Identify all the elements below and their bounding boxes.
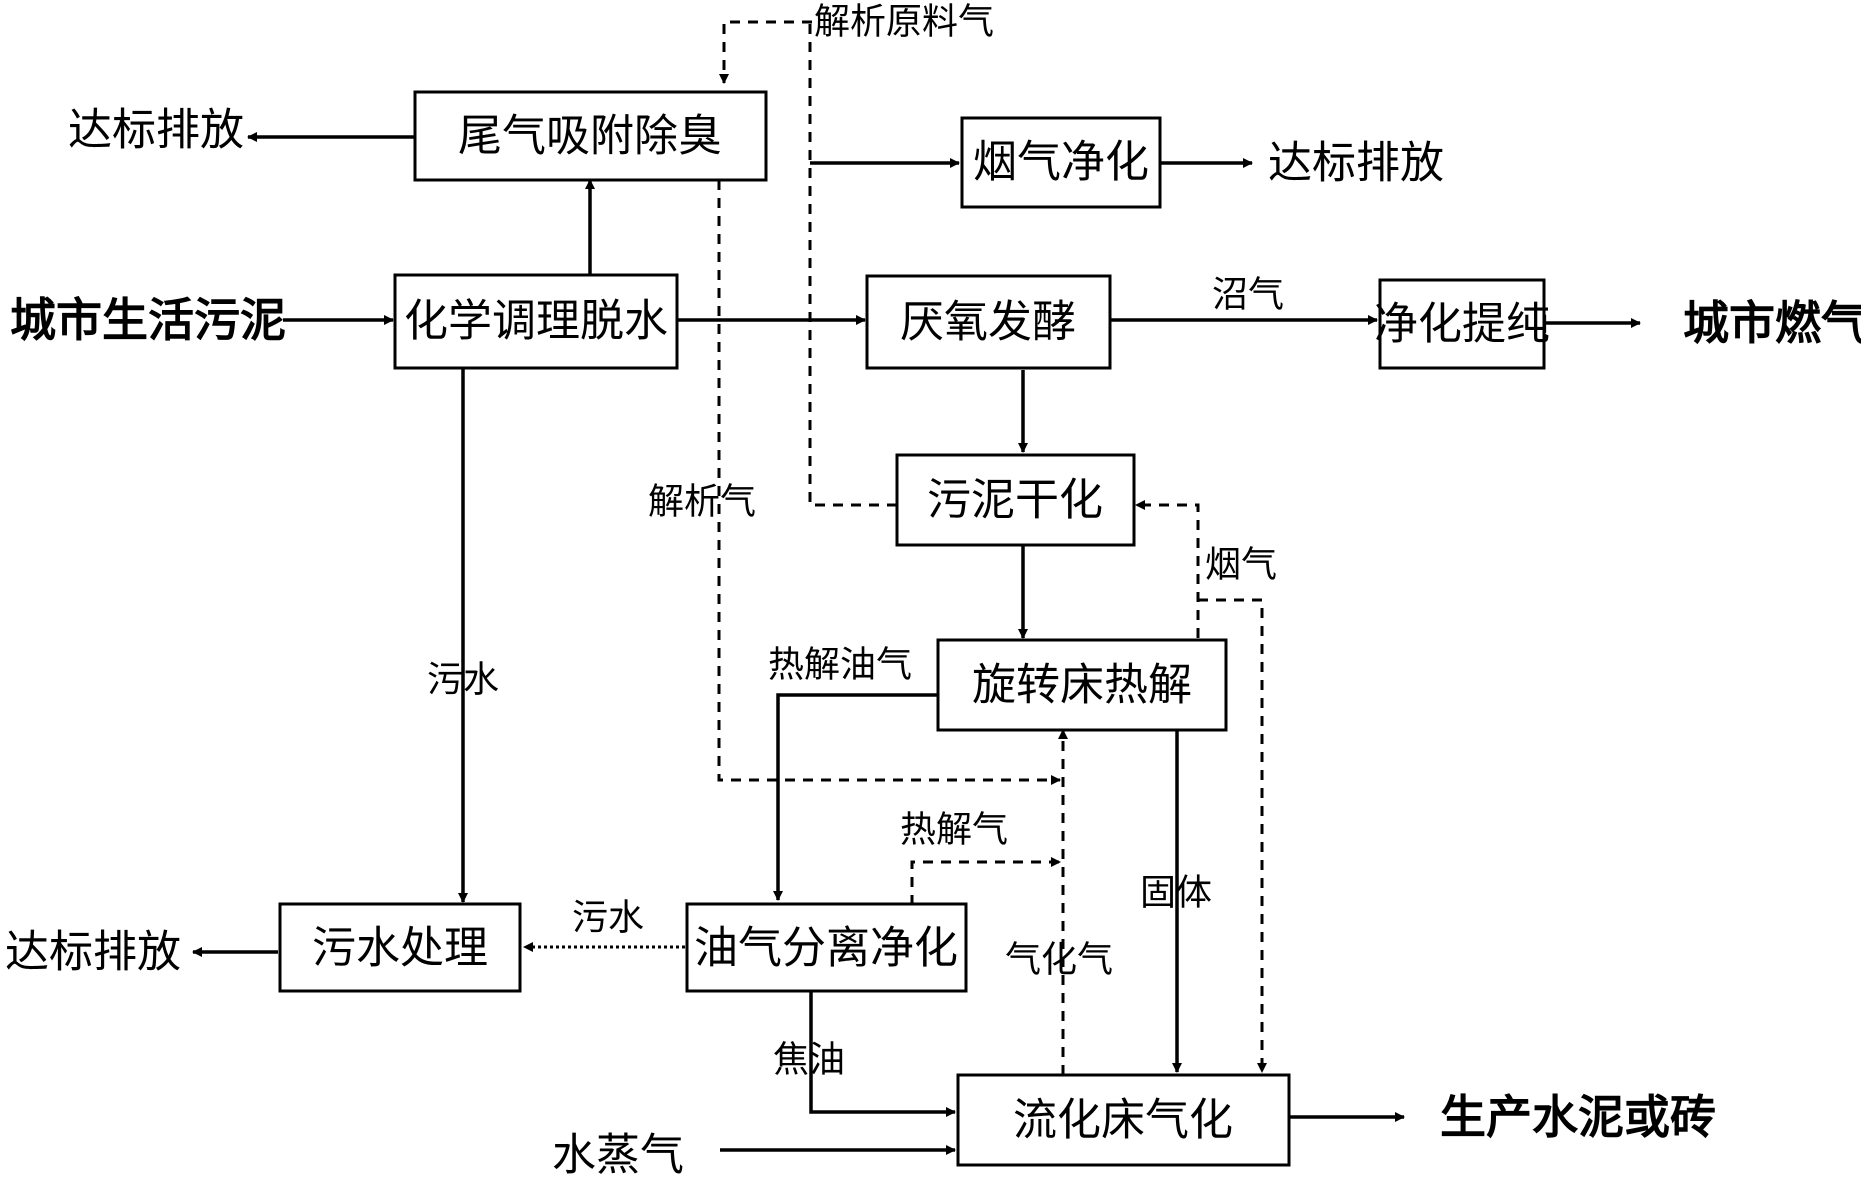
svg-text:化学调理脱水: 化学调理脱水 bbox=[404, 296, 668, 347]
label-city-gas: 城市燃气 bbox=[1683, 296, 1861, 350]
node-anaerobic: 厌氧发酵 bbox=[865, 274, 1112, 370]
edge-label-desorb-gas: 解析气 bbox=[648, 482, 756, 523]
svg-text:尾气吸附除臭: 尾气吸附除臭 bbox=[458, 111, 722, 162]
node-oil-gas-sep: 油气分离净化 bbox=[685, 902, 968, 993]
node-sludge-dry: 污泥干化 bbox=[895, 453, 1136, 547]
edge-label-gasify-gas: 气化气 bbox=[1005, 940, 1113, 981]
edge-label-desorb-feed: 解析原料气 bbox=[814, 2, 994, 43]
node-chem-dewater: 化学调理脱水 bbox=[393, 273, 679, 370]
dashed-flue-gas-to-dryer bbox=[1135, 500, 1200, 638]
label-city-sludge: 城市生活污泥 bbox=[10, 293, 286, 347]
node-purify: 净化提纯 bbox=[1374, 278, 1550, 370]
edge-label-flue-gas: 烟气 bbox=[1205, 545, 1277, 586]
svg-text:污水处理: 污水处理 bbox=[312, 923, 488, 974]
node-flue-clean: 烟气净化 bbox=[960, 116, 1162, 209]
edge-label-tar: 焦油 bbox=[773, 1040, 845, 1081]
dashed-flow-desorb-feed bbox=[719, 20, 812, 84]
edge-label-solid: 固体 bbox=[1140, 873, 1212, 914]
edge-label-sewage-2: 污水 bbox=[572, 898, 644, 939]
label-discharge-top-right: 达标排放 bbox=[1268, 138, 1444, 189]
dashed-desorb-gas-to-pyro bbox=[717, 180, 1061, 785]
svg-text:流化床气化: 流化床气化 bbox=[1013, 1095, 1233, 1146]
svg-text:旋转床热解: 旋转床热解 bbox=[972, 660, 1192, 711]
dashed-flow-dryer-to-top bbox=[808, 22, 897, 507]
label-discharge-top-left: 达标排放 bbox=[68, 105, 244, 156]
label-discharge-bottom-left: 达标排放 bbox=[5, 927, 181, 978]
node-exhaust-deodor: 尾气吸附除臭 bbox=[413, 90, 768, 182]
svg-text:油气分离净化: 油气分离净化 bbox=[694, 923, 958, 974]
dashed-pyro-gas-return bbox=[910, 857, 1061, 905]
dashed-flue-gas-to-gasifier bbox=[1198, 598, 1267, 1073]
node-rotary-pyro: 旋转床热解 bbox=[936, 638, 1228, 732]
edge-label-pyro-gas: 热解气 bbox=[900, 810, 1008, 851]
svg-text:烟气净化: 烟气净化 bbox=[973, 137, 1149, 188]
label-steam: 水蒸气 bbox=[552, 1130, 684, 1181]
edge-label-pyro-oil-gas: 热解油气 bbox=[768, 645, 912, 686]
node-fluid-gasify: 流化床气化 bbox=[956, 1073, 1291, 1167]
svg-text:污泥干化: 污泥干化 bbox=[927, 475, 1103, 526]
arrow-pyro-oilgas-to-sep bbox=[773, 693, 938, 901]
edge-label-sewage-1: 污水 bbox=[427, 660, 499, 701]
svg-text:净化提纯: 净化提纯 bbox=[1374, 299, 1550, 350]
svg-text:厌氧发酵: 厌氧发酵 bbox=[900, 297, 1076, 348]
edge-label-biogas: 沼气 bbox=[1212, 275, 1284, 316]
node-wastewater-treat: 污水处理 bbox=[278, 902, 522, 993]
arrow-tar-to-gasifier bbox=[809, 990, 956, 1117]
label-cement-brick: 生产水泥或砖 bbox=[1440, 1090, 1716, 1144]
